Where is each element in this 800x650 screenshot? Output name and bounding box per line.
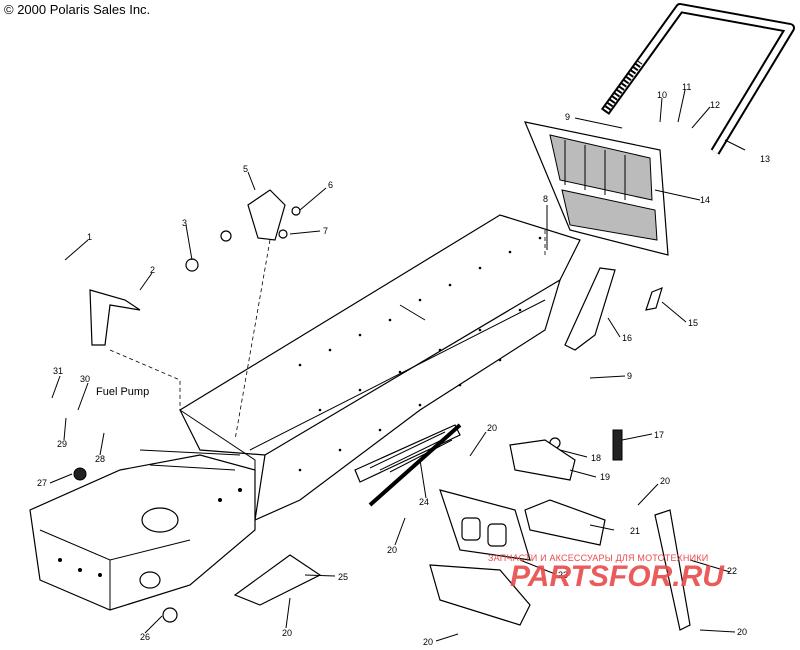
callout-29: 29	[57, 439, 67, 449]
washer-6	[291, 206, 301, 216]
callout-8: 8	[543, 194, 548, 204]
nut-4	[220, 230, 232, 242]
rail-22	[654, 509, 691, 631]
callout-20d: 20	[282, 628, 292, 638]
callout-leaders	[49, 89, 746, 642]
panel-23	[439, 489, 531, 561]
callout-9b: 9	[627, 371, 632, 381]
callout-17: 17	[654, 430, 664, 440]
callout-18: 18	[591, 453, 601, 463]
callout-7: 7	[323, 226, 328, 236]
callout-26: 26	[140, 632, 150, 642]
callout-11: 11	[682, 82, 691, 92]
callout-22: 22	[727, 566, 737, 576]
fuel-pump-label: Fuel Pump	[96, 386, 150, 398]
fuel-pump-27	[73, 467, 87, 481]
front-bulkhead	[29, 449, 256, 611]
leader-lines	[109, 230, 546, 441]
rear-grab-bar	[600, 3, 795, 155]
callout-20c: 20	[660, 476, 670, 486]
panel-23-window-a	[461, 517, 481, 541]
bracket-5	[247, 189, 286, 241]
callout-16: 16	[622, 333, 632, 343]
footrest-16	[564, 267, 616, 351]
bushing-26	[162, 607, 178, 623]
callout-30: 30	[80, 374, 90, 384]
callout-9a: 9	[565, 112, 570, 122]
lower-panel	[429, 564, 531, 626]
callout-28: 28	[95, 454, 105, 464]
bolt-3	[185, 258, 199, 272]
rear-bumper-panel	[524, 121, 669, 256]
screw-7	[278, 229, 288, 239]
callout-24: 24	[419, 497, 429, 507]
callout-5: 5	[243, 164, 248, 174]
copyright-text: © 2000 Polaris Sales Inc.	[4, 2, 151, 17]
chassis-tunnel	[179, 214, 581, 521]
clip-17	[612, 429, 623, 461]
callout-3: 3	[182, 218, 187, 228]
callout-19: 19	[600, 472, 610, 482]
callout-12: 12	[710, 100, 720, 110]
callout-20b: 20	[387, 545, 397, 555]
callout-25: 25	[338, 572, 348, 582]
bracket-19	[509, 439, 576, 481]
callout-10: 10	[657, 90, 667, 100]
callout-20a: 20	[487, 423, 497, 433]
rod-24	[368, 423, 462, 507]
watermark-tagline: ЗАПЧАСТИ И АКСЕССУАРЫ ДЛЯ МОТОТЕХНИКИ	[488, 553, 709, 563]
cap-15	[645, 286, 663, 311]
bracket-2	[89, 289, 141, 346]
callout-20e: 20	[737, 627, 747, 637]
callout-23: 23	[558, 570, 568, 580]
callout-6: 6	[328, 180, 333, 190]
callout-15: 15	[688, 318, 698, 328]
callout-20f: 20	[423, 637, 433, 647]
plate-25	[233, 554, 322, 606]
callout-1: 1	[87, 232, 92, 242]
callout-13: 13	[760, 154, 770, 164]
callout-14: 14	[700, 195, 710, 205]
panel-23-window-b	[487, 523, 507, 547]
bracket-21	[524, 499, 606, 546]
watermark-logo: PARTSFOR.RU	[510, 560, 724, 593]
callout-2: 2	[150, 265, 155, 275]
callout-21: 21	[630, 526, 640, 536]
callout-numbers: 1 2 3 5 6 7 8 9 9 10 11 12 13 14 15 16 1…	[37, 82, 770, 647]
callout-31: 31	[53, 366, 63, 376]
callout-27: 27	[37, 478, 47, 488]
